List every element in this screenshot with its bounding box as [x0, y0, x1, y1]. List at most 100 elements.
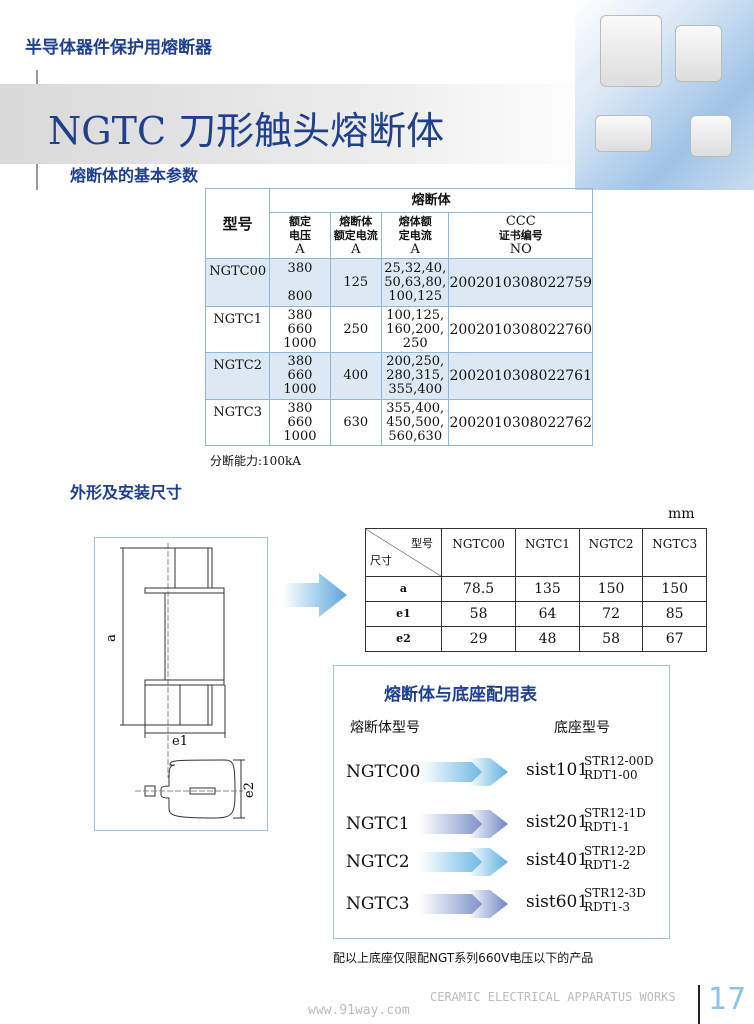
match-note: 配以上底座仅限配NGT系列660V电压以下的产品	[333, 951, 594, 965]
e: 450,500,	[386, 414, 445, 430]
base-model: sist101	[526, 760, 589, 780]
model-header: NGTC00	[440, 528, 517, 577]
hdr: 额定	[288, 214, 311, 228]
alt-base: RDT1-3	[584, 900, 630, 914]
alt-base: STR12-00D	[584, 754, 654, 768]
hdr: A	[295, 241, 305, 257]
cell: 58	[440, 601, 517, 627]
cell: 150	[578, 576, 644, 602]
v: 660	[287, 321, 313, 337]
fuse-model: NGTC3	[346, 894, 410, 914]
corner-dim: 尺寸	[370, 554, 392, 567]
hdr: CCC	[505, 213, 536, 229]
e: 200,250,	[386, 354, 445, 369]
fuse-model: NGTC00	[346, 762, 421, 782]
col-group: 熔断体	[269, 188, 593, 213]
hdr: NO	[509, 241, 532, 257]
col-base: 底座型号	[554, 720, 610, 736]
rated: 400	[329, 352, 382, 400]
dim-label: e1	[365, 601, 442, 627]
hdr: 电压	[288, 228, 311, 242]
e: 50,63,80,	[384, 274, 447, 290]
ccc: 2002010308022762	[448, 399, 593, 446]
hdr: 熔体额	[398, 214, 432, 228]
fuse-model: NGTC2	[346, 852, 410, 872]
base-model: sist401	[526, 850, 589, 870]
dims-heading: 外形及安装尺寸	[70, 483, 183, 502]
hdr: 熔断体	[339, 214, 373, 228]
rated: 630	[329, 399, 382, 446]
params-heading: 熔断体的基本参数	[70, 166, 199, 185]
match-title: 熔断体与底座配用表	[384, 685, 537, 705]
section-title: 半导体器件保护用熔断器	[25, 38, 212, 58]
alt-base: RDT1-2	[584, 858, 630, 872]
dim-label: e2	[365, 626, 442, 652]
label-e1: e1	[172, 734, 188, 749]
cell: 78.5	[440, 576, 517, 602]
watermark: www.91way.com	[308, 1003, 410, 1018]
label-a: a	[104, 634, 119, 642]
ccc: 2002010308022761	[448, 352, 593, 400]
cell: 29	[440, 626, 517, 652]
cell: 67	[642, 626, 707, 652]
v: 660	[287, 414, 313, 430]
hdr: A	[351, 241, 361, 257]
model-header: NGTC2	[578, 528, 644, 577]
e: 560,630	[388, 428, 443, 444]
base-model: sist201	[526, 812, 589, 832]
e: 250	[402, 335, 428, 351]
model-header: NGTC3	[642, 528, 707, 577]
page-title: NGTC 刀形触头熔断体	[48, 109, 445, 153]
cell: 85	[642, 601, 707, 627]
v: 380	[287, 354, 313, 369]
footer-divider	[698, 985, 700, 1024]
model: NGTC2	[204, 352, 271, 400]
arrows-icon	[420, 758, 508, 786]
ccc: 2002010308022759	[448, 258, 593, 307]
hdr: 定电流	[398, 228, 432, 242]
company-name: CERAMIC ELECTRICAL APPARATUS WORKS	[430, 990, 676, 1004]
cell: 64	[515, 601, 580, 627]
dim-label: a	[365, 576, 442, 602]
arrows-icon	[420, 848, 508, 876]
cell: 135	[515, 576, 580, 602]
alt-base: STR12-2D	[584, 844, 646, 858]
model: NGTC1	[204, 306, 271, 353]
unit-label: mm	[668, 506, 695, 522]
cell: 72	[578, 601, 644, 627]
cell: 48	[515, 626, 580, 652]
product-photo	[575, 0, 754, 190]
e: 355,400,	[386, 400, 445, 416]
corner-model: 型号	[411, 537, 433, 550]
v: 380	[287, 400, 313, 416]
rated: 250	[329, 306, 382, 353]
arrows-icon	[420, 810, 508, 838]
e: 160,200,	[386, 321, 445, 337]
arrows-icon	[420, 890, 508, 918]
cell: 58	[578, 626, 644, 652]
e: 280,315,	[386, 368, 445, 383]
e: 100,125	[388, 288, 443, 304]
breaking-capacity: 分断能力:100kA	[210, 454, 301, 468]
col-model: 型号	[204, 188, 271, 259]
arrow-icon	[283, 573, 347, 617]
outline-drawing: a e1 e2	[94, 537, 268, 831]
hdr: A	[410, 241, 420, 257]
page-number: 17	[708, 982, 747, 1017]
col-fuse: 熔断体型号	[350, 720, 420, 736]
e: 100,125,	[386, 307, 445, 323]
hdr: 额定电流	[333, 228, 378, 242]
